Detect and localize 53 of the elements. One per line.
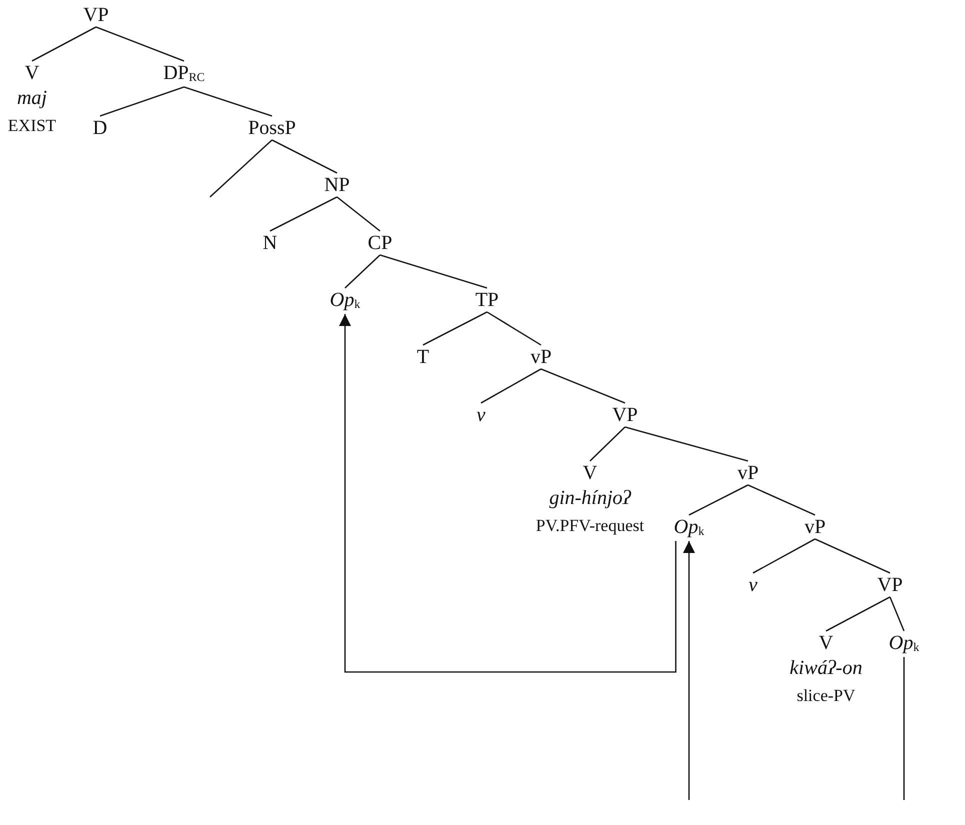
tree-branch <box>100 86 184 117</box>
category-label: TP <box>475 288 499 312</box>
category-label: vP <box>737 461 759 485</box>
tree-branch <box>336 196 380 232</box>
tree-branch <box>480 368 542 404</box>
tree-branch <box>540 368 626 404</box>
movement-arrow <box>339 314 676 673</box>
tree-branch <box>184 86 272 117</box>
tree-branch <box>688 484 748 516</box>
category-label: V <box>24 61 40 85</box>
category-label: NP <box>324 173 350 197</box>
tree-branch <box>270 196 338 232</box>
tree-branch <box>624 426 748 462</box>
category-label: V <box>818 631 834 655</box>
category-label: vP <box>804 515 826 539</box>
movement-arrow <box>683 541 695 800</box>
category-label: VP <box>877 573 903 597</box>
category-label: VP <box>83 3 109 27</box>
category-label: v <box>748 573 758 597</box>
category-label: CP <box>368 231 392 255</box>
category-label: PossP <box>248 116 296 140</box>
tree-branch <box>826 596 890 632</box>
tree-branch <box>32 26 96 62</box>
tree-branch <box>748 484 816 516</box>
category-label: D <box>92 116 108 140</box>
category-label: Op$_{k}$ <box>330 288 360 313</box>
category-label: Op$_{k}$ <box>674 515 704 540</box>
gloss: slice-PV <box>796 685 856 707</box>
tree-branch <box>344 254 380 288</box>
word-form: maj <box>16 86 48 111</box>
category-label: VP <box>612 403 638 427</box>
tree-branch <box>210 140 272 198</box>
category-label: V <box>582 461 598 485</box>
tree-branch <box>422 311 488 346</box>
category-label: Op$_{k}$ <box>888 631 920 656</box>
category-label: vP <box>530 345 552 369</box>
tree-branch <box>486 311 542 346</box>
tree-branch <box>590 426 626 462</box>
category-label: DP$_{RC}$ <box>163 61 205 86</box>
tree-branch <box>814 538 890 574</box>
tree-branch <box>752 538 816 574</box>
category-label: N <box>262 231 278 255</box>
tree-branch <box>380 254 488 289</box>
category-label: T <box>416 345 430 369</box>
tree-branch <box>96 26 184 62</box>
tree-branch <box>889 596 905 632</box>
gloss: PV.PFV-request <box>536 515 644 537</box>
tree-branch <box>272 139 338 174</box>
word-form: kiwáʔ-on <box>790 656 862 681</box>
category-label: v <box>476 403 486 427</box>
tree-branch <box>903 657 905 800</box>
word-form: gin-hínjoʔ <box>548 486 632 511</box>
gloss: EXIST <box>8 115 56 137</box>
